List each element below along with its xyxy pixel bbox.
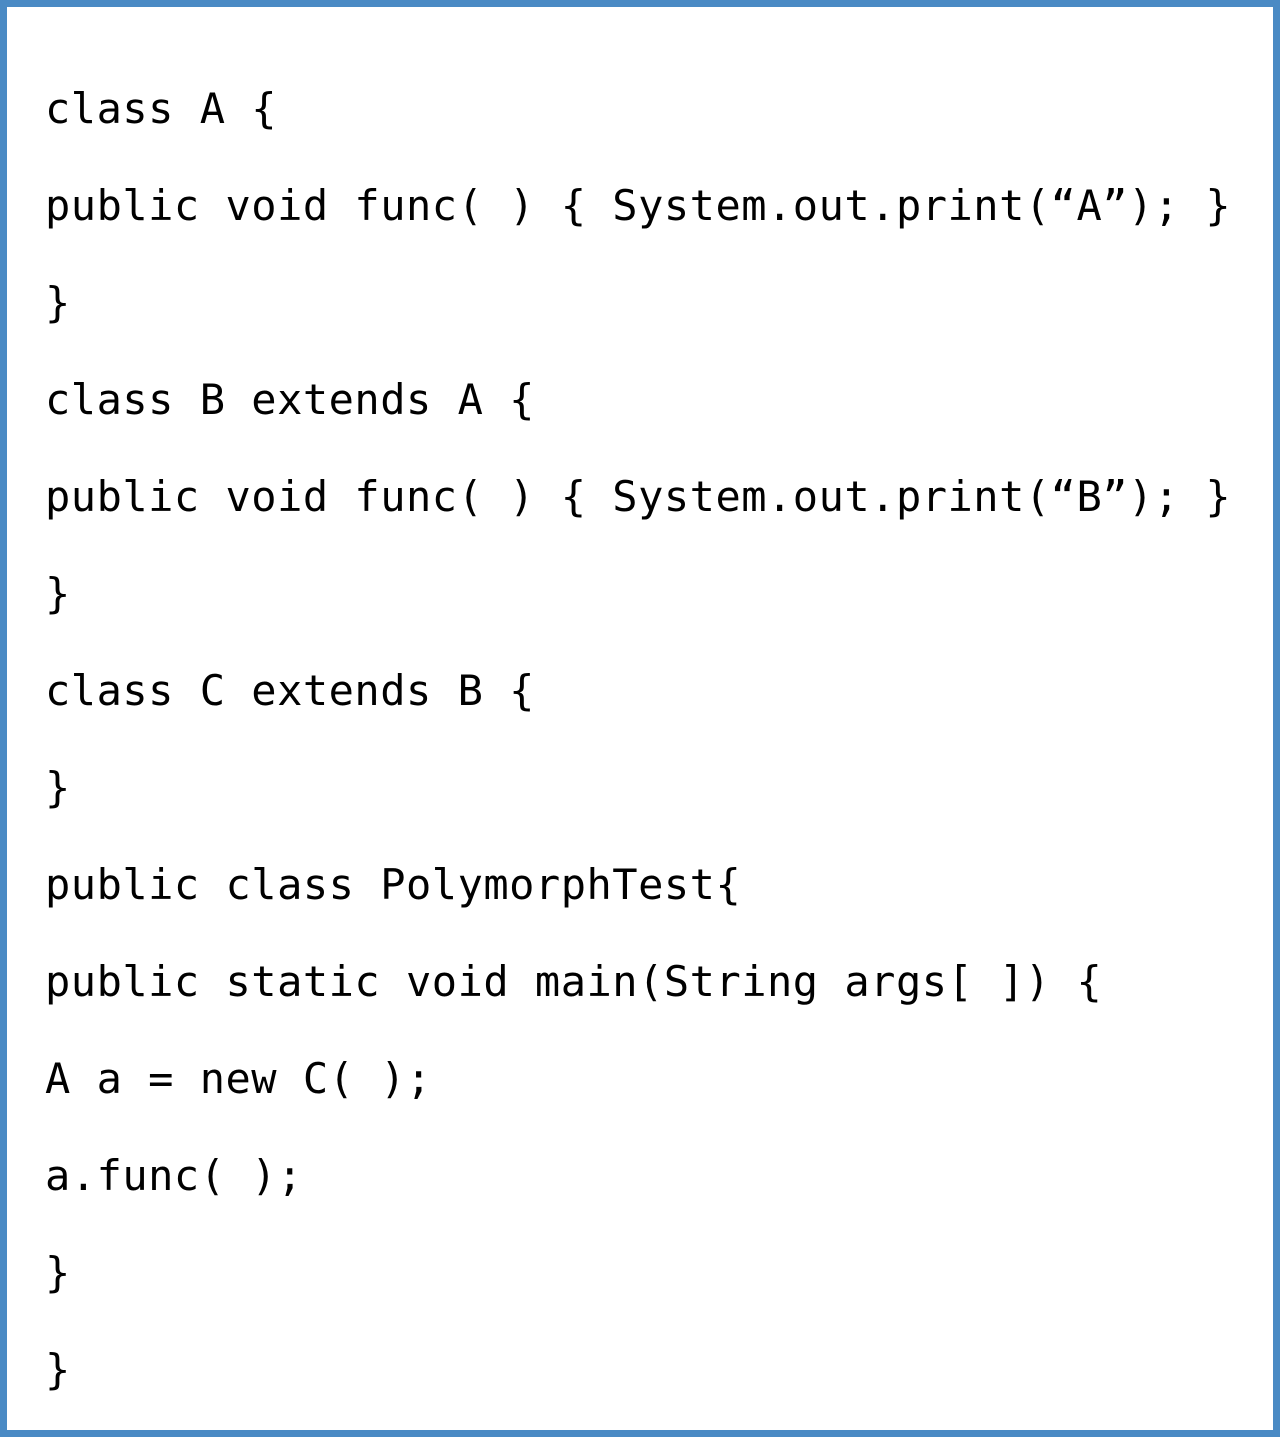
code-line-12: a.func( ); xyxy=(45,1151,303,1200)
code-line-11: A a = new C( ); xyxy=(45,1054,432,1103)
code-line-10: public static void main(String args[ ]) … xyxy=(45,957,1103,1006)
code-line-1: class A { xyxy=(45,84,278,133)
code-line-7: class C extends B { xyxy=(45,666,535,715)
code-line-8: } xyxy=(45,763,71,812)
code-block: class A { public void func( ) { System.o… xyxy=(45,79,1231,1437)
code-line-3: } xyxy=(45,278,71,327)
code-line-6: } xyxy=(45,569,71,618)
code-line-14: } xyxy=(45,1345,71,1394)
code-line-4: class B extends A { xyxy=(45,375,535,424)
code-line-2: public void func( ) { System.out.print(“… xyxy=(45,181,1232,230)
code-line-13: } xyxy=(45,1248,71,1297)
code-line-5: public void func( ) { System.out.print(“… xyxy=(45,472,1232,521)
code-line-9: public class PolymorphTest{ xyxy=(45,860,742,909)
